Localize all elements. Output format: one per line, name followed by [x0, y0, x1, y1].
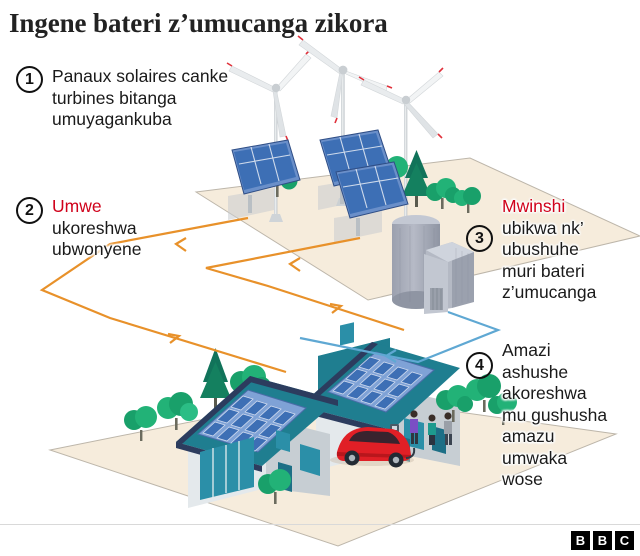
- callout-4-line-6: umwaka: [502, 447, 568, 468]
- person: [410, 410, 418, 444]
- electric-car: [330, 427, 416, 468]
- tree: [258, 469, 291, 504]
- tree: [157, 392, 198, 430]
- tree-group-lower-front: [258, 374, 517, 504]
- tree: [454, 187, 481, 213]
- callout-4-line-2: ashushe: [502, 361, 569, 382]
- house-front: [176, 376, 338, 508]
- tree: [124, 406, 157, 441]
- people-group: [410, 410, 452, 445]
- callout-4-line-5: amazu: [502, 426, 555, 446]
- callout-4-line-4: mu gushusha: [502, 404, 608, 425]
- callout-3-number: 3: [466, 225, 493, 252]
- callout-1-line-2: turbines bitanga: [52, 87, 177, 108]
- callout-1-number: 1: [16, 66, 43, 93]
- sand-battery-silo: [392, 215, 474, 314]
- bbc-logo-letter-1: B: [571, 531, 590, 550]
- callout-1-line-1: Panaux solaires canke: [52, 66, 229, 86]
- callout-4-number: 4: [466, 352, 493, 379]
- heat-flow-path: [299, 310, 502, 364]
- bbc-logo-letter-2: B: [593, 531, 612, 550]
- pine-tree: [402, 150, 431, 207]
- roof-solar-panel: [326, 351, 436, 413]
- person: [444, 412, 452, 445]
- callout-1-line-3: umuyagankuba: [52, 109, 172, 129]
- tree: [488, 392, 517, 425]
- callout-3-line-2: ubushuhe: [502, 239, 579, 259]
- callout-3-highlight: Mwinshi: [502, 196, 566, 216]
- callout-3-line-4: z’umucanga: [502, 282, 597, 302]
- solar-panel-array: [334, 161, 409, 242]
- electricity-flow-path: [39, 216, 405, 374]
- callout-1-text: Panaux solaires canke turbines bitanga u…: [52, 66, 282, 131]
- bbc-logo: B B C: [571, 531, 634, 550]
- person: [428, 414, 436, 445]
- pine-tree: [200, 348, 231, 408]
- callout-2-line-1: ukoreshwa: [52, 217, 137, 238]
- bbc-logo-letter-3: C: [615, 531, 634, 550]
- tree: [436, 385, 473, 422]
- callout-4-line-1: Amazi: [502, 340, 551, 360]
- callout-4-line-7: wose: [502, 469, 543, 489]
- callout-2-text: Umwe ukoreshwa ubwonyene: [52, 196, 222, 261]
- roof-solar-panel: [196, 389, 307, 453]
- heat-flow-arrowheads: [383, 349, 397, 363]
- callout-4-text: Amazi ashushe akoreshwa mu gushusha amaz…: [502, 340, 640, 491]
- callout-3-line-3: muri bateri: [502, 260, 585, 281]
- callout-2-line-2: ubwonyene: [52, 239, 142, 259]
- callout-2-highlight: Umwe: [52, 196, 102, 216]
- callout-4-line-3: akoreshwa: [502, 383, 587, 403]
- solar-array-group: [228, 129, 409, 242]
- footer-divider: [0, 524, 640, 525]
- tree: [466, 374, 501, 412]
- page-title: Ingene bateri z’umucanga zikora: [9, 8, 388, 38]
- callout-2-number: 2: [16, 197, 43, 224]
- callout-3-text: Mwinshi ubikwa nk’ ubushuhe muri bateri …: [502, 196, 640, 304]
- callout-3-line-1: ubikwa nk’: [502, 217, 584, 238]
- electricity-flow-arrowheads: [167, 237, 344, 344]
- solar-panel-array: [228, 139, 301, 220]
